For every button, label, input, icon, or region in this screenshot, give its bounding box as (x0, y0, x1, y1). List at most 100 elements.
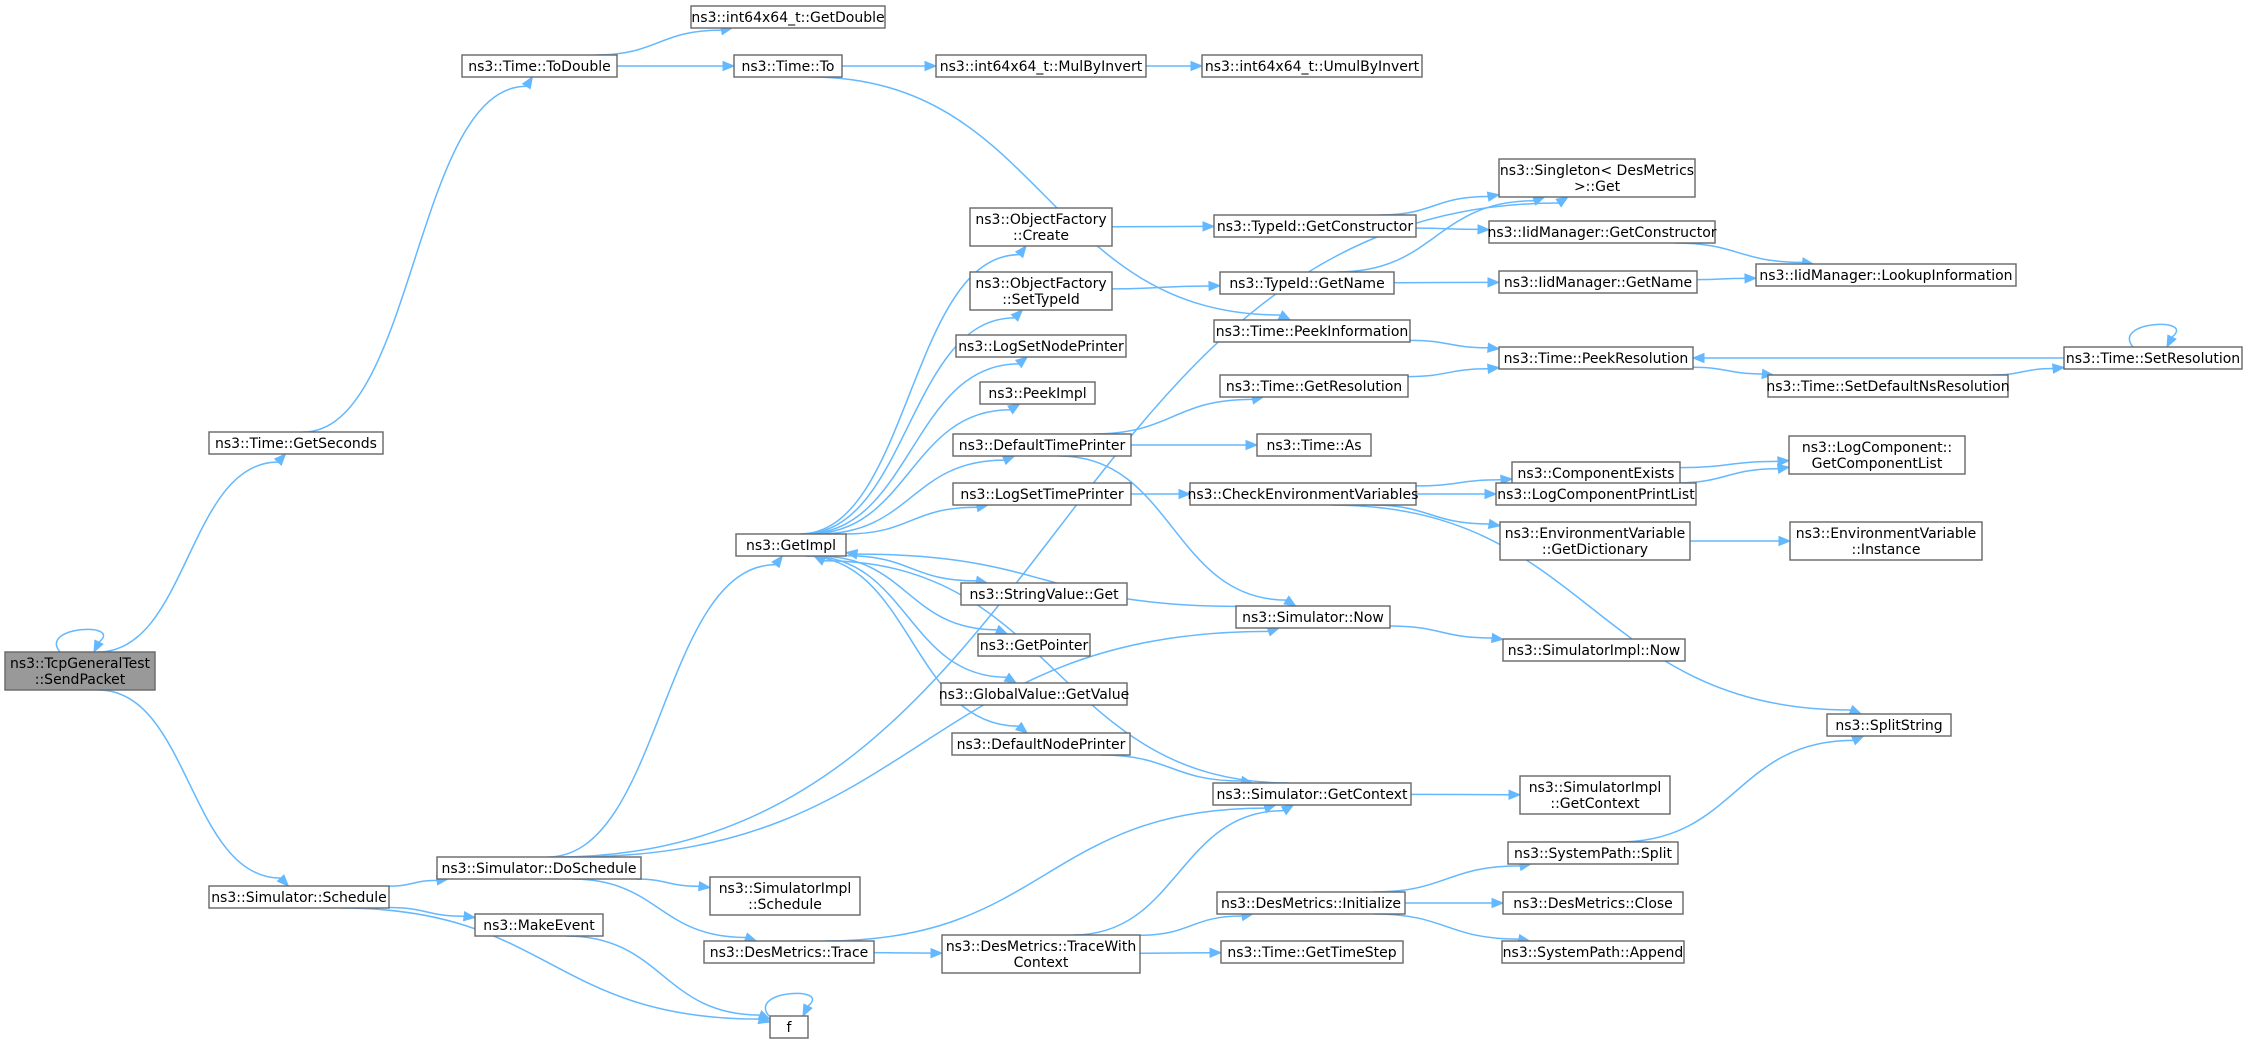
node-splitstring[interactable]: ns3::SplitString (1826, 713, 1952, 737)
node-iidmanager-getname-label-0: ns3::IidManager::GetName (1504, 275, 1692, 291)
node-environmentvariable-instance[interactable]: ns3::EnvironmentVariable::Instance (1789, 521, 1983, 561)
node-desmetrics-trace[interactable]: ns3::DesMetrics::Trace (703, 940, 875, 964)
edge-makeevent-to-f-arrowhead (757, 1010, 772, 1020)
node-environmentvariable-getdictionary[interactable]: ns3::EnvironmentVariable::GetDictionary (1499, 521, 1691, 561)
node-environmentvariable-getdictionary-label-0: ns3::EnvironmentVariable (1505, 526, 1686, 542)
node-logsetnodeprinter[interactable]: ns3::LogSetNodePrinter (955, 334, 1127, 358)
node-time-peekresolution[interactable]: ns3::Time::PeekResolution (1498, 346, 1694, 370)
edge-getimpl-to-defaulttimeprinter-arrowhead (1001, 455, 1016, 466)
node-time-setdefaultnsresolution[interactable]: ns3::Time::SetDefaultNsResolution (1766, 374, 2010, 398)
node-logcomponent-getcomponentlist-box (1788, 435, 1966, 475)
node-typeid-getname[interactable]: ns3::TypeId::GetName (1219, 271, 1395, 295)
node-getimpl[interactable]: ns3::GetImpl (735, 533, 847, 557)
edge-checkenvironmentvariables-to-logcomponentprintlist (1416, 488, 1498, 500)
node-stringvalue-get[interactable]: ns3::StringValue::Get (960, 582, 1128, 606)
edge-int64x64-mulbyinvert-to-int64x64-umulbyinvert-arrowhead (1190, 60, 1204, 72)
node-time-to[interactable]: ns3::Time::To (733, 54, 843, 78)
node-tcpgeneraltest-sendpacket[interactable]: ns3::TcpGeneralTest::SendPacket (4, 651, 156, 691)
node-desmetrics-trace-box (703, 940, 875, 964)
edge-defaulttimeprinter-to-simulator-now-line (1059, 455, 1287, 601)
node-defaultnodeprinter[interactable]: ns3::DefaultNodePrinter (951, 732, 1131, 756)
node-defaulttimeprinter[interactable]: ns3::DefaultTimePrinter (952, 433, 1132, 457)
node-systempath-split[interactable]: ns3::SystemPath::Split (1507, 841, 1679, 865)
edge-desmetrics-initialize-to-systempath-split (1373, 860, 1533, 893)
node-getimpl-label-0: ns3::GetImpl (746, 538, 836, 554)
node-logcomponentprintlist[interactable]: ns3::LogComponentPrintList (1495, 482, 1697, 506)
node-f[interactable]: f (769, 1015, 809, 1039)
node-int64x64-umulbyinvert[interactable]: ns3::int64x64_t::UmulByInvert (1201, 54, 1423, 78)
node-simulatorimpl-schedule[interactable]: ns3::SimulatorImpl::Schedule (709, 876, 861, 916)
node-objectfactory-settypeid-label-1: ::SetTypeId (1002, 292, 1080, 308)
edge-f-to-f-line (764, 992, 814, 1017)
edge-getimpl-to-defaultnodeprinter-line (804, 555, 1019, 727)
node-desmetrics-trace-label-0: ns3::DesMetrics::Trace (710, 945, 869, 961)
edge-time-getseconds-to-time-todouble-arrowhead (521, 75, 534, 90)
node-time-getresolution[interactable]: ns3::Time::GetResolution (1219, 374, 1409, 398)
node-peekimpl[interactable]: ns3::PeekImpl (979, 381, 1096, 405)
edge-objectfactory-settypeid-to-typeid-getname-line (1111, 285, 1210, 290)
edge-simulator-now-to-getimpl (844, 548, 1237, 608)
node-int64x64-mulbyinvert[interactable]: ns3::int64x64_t::MulByInvert (935, 54, 1147, 78)
node-objectfactory-create[interactable]: ns3::ObjectFactory::Create (969, 207, 1113, 247)
node-simulator-getcontext[interactable]: ns3::Simulator::GetContext (1212, 782, 1412, 806)
edge-getimpl-to-objectfactory-settypeid-arrowhead (1010, 309, 1024, 322)
node-systempath-append[interactable]: ns3::SystemPath::Append (1501, 940, 1685, 964)
node-singleton-desmetrics-get[interactable]: ns3::Singleton< DesMetrics>::Get (1498, 158, 1696, 198)
node-simulatorimpl-getcontext-label-0: ns3::SimulatorImpl (1529, 780, 1662, 796)
node-iidmanager-lookupinformation[interactable]: ns3::IidManager::LookupInformation (1755, 263, 2017, 287)
node-typeid-getname-label-0: ns3::TypeId::GetName (1229, 276, 1384, 292)
node-desmetrics-initialize[interactable]: ns3::DesMetrics::Initialize (1216, 891, 1406, 915)
edge-tcpgeneraltest-sendpacket-to-time-getseconds-arrowhead (273, 453, 287, 466)
edge-tcpgeneraltest-sendpacket-to-tcpgeneraltest-sendpacket (55, 628, 105, 654)
node-time-getseconds[interactable]: ns3::Time::GetSeconds (208, 431, 384, 455)
edge-typeid-getname-to-singleton-desmetrics-get-line (1337, 199, 1535, 273)
node-systempath-append-box (1501, 940, 1685, 964)
node-simulator-doschedule[interactable]: ns3::Simulator::DoSchedule (436, 856, 642, 880)
node-simulatorimpl-now[interactable]: ns3::SimulatorImpl::Now (1502, 638, 1686, 662)
edge-time-getresolution-to-time-peekresolution-line (1407, 367, 1489, 378)
node-typeid-getconstructor[interactable]: ns3::TypeId::GetConstructor (1213, 214, 1417, 238)
node-time-peekinformation[interactable]: ns3::Time::PeekInformation (1213, 319, 1411, 343)
edge-simulator-doschedule-to-simulator-now (572, 626, 1281, 858)
node-time-as[interactable]: ns3::Time::As (1256, 433, 1372, 457)
edge-time-todouble-to-time-to (617, 60, 736, 72)
edge-time-to-to-time-peekinformation-line (809, 76, 1281, 316)
edge-checkenvironmentvariables-to-environmentvariable-getdictionary-arrowhead (1487, 518, 1502, 530)
node-simulatorimpl-getcontext[interactable]: ns3::SimulatorImpl::GetContext (1519, 775, 1671, 815)
node-checkenvironmentvariables[interactable]: ns3::CheckEnvironmentVariables (1188, 482, 1419, 506)
node-logsettimeprinter[interactable]: ns3::LogSetTimePrinter (952, 482, 1132, 506)
node-typeid-getconstructor-box (1213, 214, 1417, 238)
node-iidmanager-getname[interactable]: ns3::IidManager::GetName (1498, 270, 1698, 294)
node-simulator-schedule[interactable]: ns3::Simulator::Schedule (208, 885, 390, 909)
node-componentexists[interactable]: ns3::ComponentExists (1511, 461, 1681, 485)
edge-simulator-doschedule-to-getimpl-line (547, 563, 776, 858)
edge-environmentvariable-getdictionary-to-environmentvariable-instance (1689, 535, 1792, 547)
node-int64x64-getdouble[interactable]: ns3::int64x64_t::GetDouble (690, 5, 886, 29)
edge-time-to-to-int64x64-mulbyinvert-arrowhead (924, 60, 938, 72)
node-simulator-now[interactable]: ns3::Simulator::Now (1235, 605, 1391, 629)
node-peekimpl-label-0: ns3::PeekImpl (988, 386, 1086, 402)
edge-simulator-doschedule-to-desmetrics-trace-line (571, 878, 746, 939)
node-time-setresolution[interactable]: ns3::Time::SetResolution (2063, 346, 2243, 370)
edge-getimpl-to-objectfactory-create (799, 244, 1027, 535)
node-splitstring-box (1826, 713, 1952, 737)
edge-typeid-getconstructor-to-singleton-desmetrics-get (1379, 191, 1501, 216)
node-globalvalue-getvalue[interactable]: ns3::GlobalValue::GetValue (939, 682, 1129, 706)
node-iidmanager-getconstructor[interactable]: ns3::IidManager::GetConstructor (1487, 220, 1717, 244)
edge-time-to-to-int64x64-mulbyinvert (842, 60, 938, 72)
node-makeevent[interactable]: ns3::MakeEvent (474, 913, 604, 937)
edge-defaulttimeprinter-to-time-as (1131, 439, 1259, 451)
edge-logcomponentprintlist-to-logcomponent-getcomponentlist-line (1675, 467, 1779, 484)
node-time-gettimestep[interactable]: ns3::Time::GetTimeStep (1220, 940, 1404, 964)
edge-f-to-f-arrowhead (802, 1003, 813, 1018)
node-objectfactory-settypeid[interactable]: ns3::ObjectFactory::SetTypeId (969, 271, 1113, 311)
node-defaultnodeprinter-box (951, 732, 1131, 756)
node-logcomponent-getcomponentlist[interactable]: ns3::LogComponent::GetComponentList (1788, 435, 1966, 475)
node-time-todouble[interactable]: ns3::Time::ToDouble (461, 54, 618, 78)
node-environmentvariable-getdictionary-box (1499, 521, 1691, 561)
node-getpointer[interactable]: ns3::GetPointer (977, 633, 1091, 657)
node-singleton-desmetrics-get-label-1: >::Get (1574, 179, 1621, 195)
node-time-todouble-box (461, 54, 618, 78)
node-desmetrics-close[interactable]: ns3::DesMetrics::Close (1502, 891, 1684, 915)
